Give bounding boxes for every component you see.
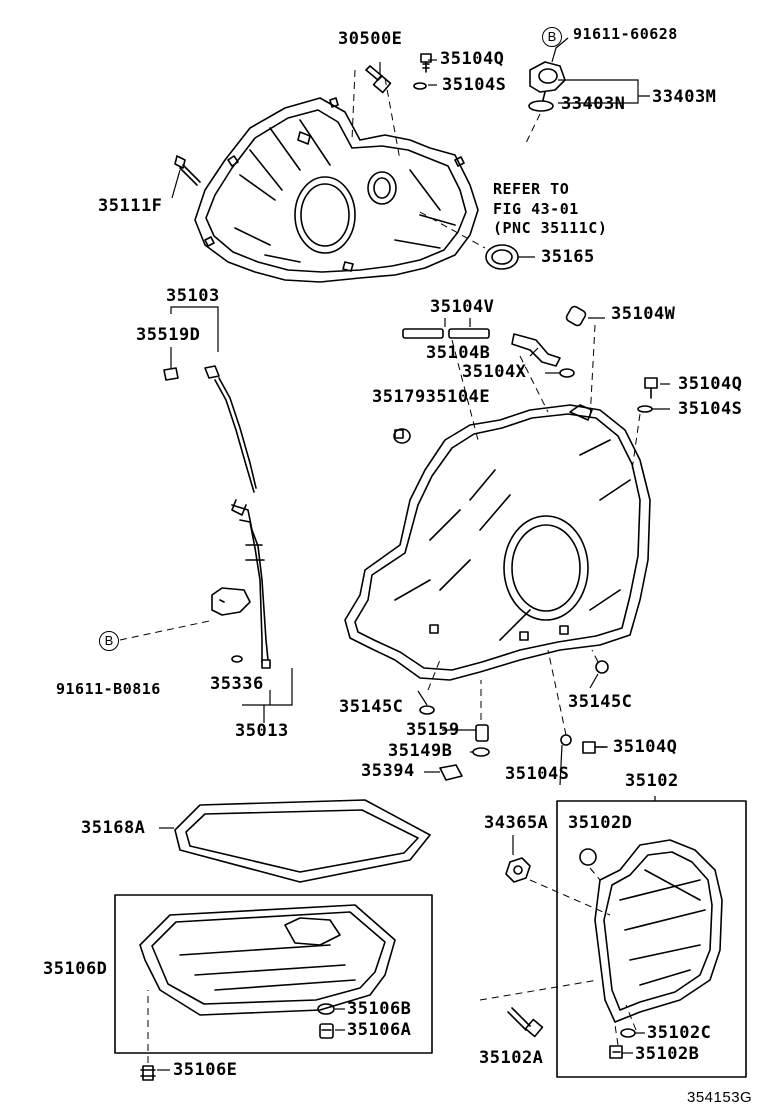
bolt-35104q-top <box>420 53 432 73</box>
label-35111f: 35111F <box>98 196 163 216</box>
label-35336: 35336 <box>210 674 264 694</box>
label-35106b: 35106B <box>347 999 412 1019</box>
label-35102a: 35102A <box>479 1048 544 1068</box>
label-35104s-mid: 35104S <box>678 399 743 419</box>
label-35104q-top: 35104Q <box>440 49 505 69</box>
bolt-30500e <box>365 65 392 94</box>
bolt-35104q-mid <box>644 377 658 399</box>
label-35165: 35165 <box>541 247 595 267</box>
label-35102d: 35102D <box>568 813 633 833</box>
label-35104b: 35104B <box>426 343 491 363</box>
ref-circle-b-left: B <box>99 631 119 651</box>
label-34365a: 34365A <box>484 813 549 833</box>
label-35159: 35159 <box>406 720 460 740</box>
plug-35102d <box>579 848 597 866</box>
oring-33403n <box>528 100 554 112</box>
washer-35149b <box>472 747 490 757</box>
dipstick-35103 <box>163 365 257 493</box>
label-35519d: 35519D <box>136 325 201 345</box>
label-91611-60628: 91611-60628 <box>573 25 678 43</box>
plug-35106a <box>319 1023 334 1039</box>
transaxle-case-drawing <box>344 404 651 681</box>
label-35145c-right: 35145C <box>568 692 633 712</box>
label-35179-35104e: 3517935104E <box>372 387 491 407</box>
label-35104v: 35104V <box>430 297 495 317</box>
label-35102c: 35102C <box>647 1023 712 1043</box>
label-35394: 35394 <box>361 761 415 781</box>
label-35168a: 35168A <box>81 818 146 838</box>
label-30500e: 30500E <box>338 29 403 49</box>
label-35104s-low: 35104S <box>505 764 570 784</box>
label-35104x: 35104X <box>462 362 527 382</box>
label-35106e: 35106E <box>173 1060 238 1080</box>
label-35104q-mid: 35104Q <box>678 374 743 394</box>
plug-35104w <box>565 305 587 327</box>
rear-cover-group-box <box>556 800 747 1078</box>
label-35106a: 35106A <box>347 1020 412 1040</box>
label-35104s-top: 35104S <box>442 75 507 95</box>
oring-35104s-low <box>560 734 572 746</box>
label-35104w: 35104W <box>611 304 676 324</box>
label-35149b: 35149B <box>388 741 453 761</box>
speed-sensor-33403 <box>529 61 566 101</box>
oring-35104s-top <box>413 82 427 90</box>
rear-cover-35102 <box>594 839 723 1023</box>
label-35106d: 35106D <box>43 959 108 979</box>
figure-id: 354153G <box>687 1089 753 1106</box>
dipstick-tube-35013 <box>211 499 271 669</box>
label-33403m: 33403M <box>652 87 717 107</box>
bolt-35102a <box>507 1007 544 1038</box>
label-35102: 35102 <box>625 771 679 791</box>
label-33403n: 33403N <box>561 94 626 114</box>
plug-35179 <box>393 428 411 444</box>
refer-note-line1: REFER TO <box>493 180 570 198</box>
oring-35102c <box>620 1028 636 1038</box>
oil-pan-group-box <box>114 894 433 1054</box>
pipe-35104b <box>511 333 561 367</box>
oring-35104x <box>559 368 575 378</box>
washer-35145c-left <box>419 705 435 715</box>
gasket-35106b <box>317 1003 335 1015</box>
transaxle-housing-front-drawing <box>194 97 479 283</box>
refer-note-line3: (PNC 35111C) <box>493 219 608 237</box>
refer-note-line2: FIG 43-01 <box>493 200 579 218</box>
bolt-35102b <box>609 1045 623 1059</box>
label-91611-b0816: 91611-B0816 <box>56 680 161 698</box>
oring-35336 <box>231 655 243 663</box>
ref-circle-b-top: B <box>542 27 562 47</box>
oil-seal-35165 <box>485 244 519 270</box>
plug-35159 <box>475 724 489 742</box>
washer-35145c-right <box>595 660 609 674</box>
oil-pan-gasket-35168a <box>174 799 431 883</box>
bolt-35111f <box>174 155 201 186</box>
label-35102b: 35102B <box>635 1044 700 1064</box>
label-35013: 35013 <box>235 721 289 741</box>
nut-34365a <box>505 857 531 883</box>
oil-pan-35106d <box>139 904 396 1016</box>
label-35104q-low: 35104Q <box>613 737 678 757</box>
pin-35104v <box>402 328 490 339</box>
leader-lines <box>157 37 670 1071</box>
oring-35104s-mid <box>637 405 653 413</box>
dashed-lines <box>119 69 641 1063</box>
label-35145c-left: 35145C <box>339 697 404 717</box>
magnet-35106e <box>140 1065 156 1081</box>
pad-35394 <box>439 764 463 781</box>
label-35103: 35103 <box>166 286 220 306</box>
